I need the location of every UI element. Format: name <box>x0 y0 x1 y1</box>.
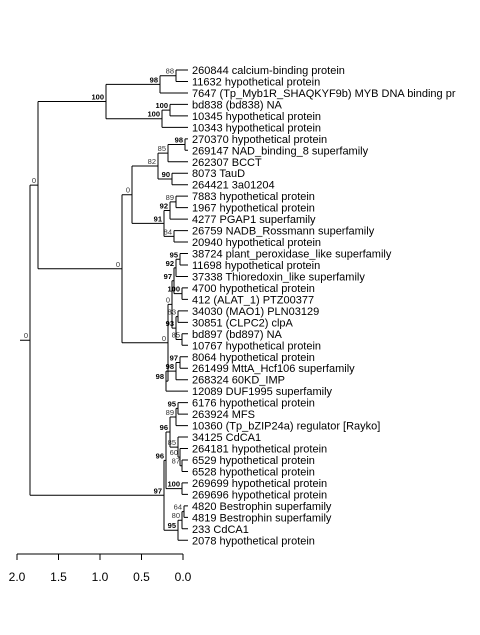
leaf-label: 12089 DUF1995 superfamily <box>192 386 333 398</box>
support-value: 98 <box>166 362 174 371</box>
leaf-label: 10767 hypothetical protein <box>192 340 321 352</box>
axis-tick-label: 1.0 <box>92 570 109 584</box>
support-value: 100 <box>167 285 180 294</box>
support-value: 89 <box>166 193 174 202</box>
leaf-label: 6176 hypothetical protein <box>192 398 315 410</box>
support-values: 8898100100100988582900899291840959297100… <box>24 67 183 530</box>
leaf-label: 10345 hypothetical protein <box>192 111 321 123</box>
scale-axis: 2.0 1.5 1.0 0.5 0.0 <box>9 553 192 584</box>
support-value: 95 <box>168 399 176 408</box>
leaf-label: 412 (ALAT_1) PTZ00377 <box>192 294 314 306</box>
support-value: 100 <box>167 480 180 489</box>
leaf-label: bd897 (bd897) NA <box>192 329 283 341</box>
support-value: 83 <box>168 308 176 317</box>
leaf-label: 264421 3a01204 <box>192 180 275 192</box>
leaf-label: 4700 hypothetical protein <box>192 283 315 295</box>
support-value: 100 <box>155 101 168 110</box>
leaf-label: 262307 BCCT <box>192 157 262 169</box>
leaf-label: 264181 hypothetical protein <box>192 444 327 456</box>
axis-line <box>16 553 184 560</box>
support-value: 91 <box>154 214 162 223</box>
support-value: 0 <box>32 176 36 185</box>
leaf-label: 260844 calcium-binding protein <box>192 65 345 77</box>
support-value: 100 <box>91 93 104 102</box>
leaf-label: 6528 hypothetical protein <box>192 466 315 478</box>
axis-tick-label: 0.0 <box>175 570 192 584</box>
leaf-label: 269696 hypothetical protein <box>192 489 327 501</box>
leaf-label: 4277 PGAP1 superfamily <box>192 214 316 226</box>
branch-lines <box>20 69 188 541</box>
leaf-label: 261499 MttA_Hcf106 superfamily <box>192 363 355 375</box>
support-value: 90 <box>162 170 170 179</box>
support-value: 97 <box>164 272 172 281</box>
leaf-label: 34125 CdCA1 <box>192 432 261 444</box>
support-value: 0 <box>166 295 170 304</box>
leaf-label: 269699 hypothetical protein <box>192 478 327 490</box>
support-value: 89 <box>166 408 174 417</box>
support-value: 96 <box>156 451 164 460</box>
support-value: 60 <box>170 448 178 457</box>
support-value: 85 <box>158 144 166 153</box>
axis-tick-label: 2.0 <box>9 570 26 584</box>
leaf-label: 6529 hypothetical protein <box>192 455 315 467</box>
leaf-label: 10343 hypothetical protein <box>192 122 321 134</box>
support-value: 87 <box>172 457 180 466</box>
leaf-label: 8064 hypothetical protein <box>192 352 315 364</box>
leaf-label: 270370 hypothetical protein <box>192 134 327 146</box>
leaf-label: 268324 60KD_IMP <box>192 375 285 387</box>
leaf-label: 10360 (Tp_bZIP24a) regulator [Rayko] <box>192 421 380 433</box>
leaf-label: 26759 NADB_Rossmann superfamily <box>192 226 375 238</box>
support-value: 98 <box>150 75 158 84</box>
support-value: 98 <box>175 136 183 145</box>
leaf-label: 4820 Bestrophin superfamily <box>192 501 332 513</box>
support-value: 0 <box>126 186 130 195</box>
leaf-label: 37338 Thioredoxin_like superfamily <box>192 271 365 283</box>
leaf-label: 11698 hypothetical protein <box>192 260 320 272</box>
leaf-label: 1967 hypothetical protein <box>192 203 315 215</box>
support-value: 92 <box>166 259 174 268</box>
support-value: 92 <box>160 202 168 211</box>
support-value: 0 <box>24 331 28 340</box>
tree-branches <box>20 69 188 541</box>
leaf-label: 34030 (MAO1) PLN03129 <box>192 306 319 318</box>
axis-tick-label: 0.5 <box>133 570 150 584</box>
support-value: 100 <box>147 110 160 119</box>
support-value: 80 <box>172 511 180 520</box>
leaf-label: 2078 hypothetical protein <box>192 535 315 547</box>
support-value: 0 <box>162 334 166 343</box>
leaf-label: 263924 MFS <box>192 409 255 421</box>
axis-tick-label: 1.5 <box>50 570 67 584</box>
support-value: 98 <box>156 372 164 381</box>
support-value: 82 <box>148 157 156 166</box>
support-value: 64 <box>174 503 182 512</box>
support-value: 85 <box>168 438 176 447</box>
support-value: 93 <box>166 319 174 328</box>
leaf-label: 20940 hypothetical protein <box>192 237 321 249</box>
support-value: 95 <box>170 250 178 259</box>
leaf-label: 7647 (Tp_Myb1R_SHAQKYF9b) MYB DNA bindin… <box>192 88 456 100</box>
support-value: 88 <box>166 67 174 76</box>
leaf-label: 269147 NAD_binding_8 superfamily <box>192 145 369 157</box>
support-value: 96 <box>160 423 168 432</box>
support-value: 97 <box>170 353 178 362</box>
leaf-label: 7883 hypothetical protein <box>192 191 315 203</box>
support-value: 0 <box>116 260 120 269</box>
support-value: 95 <box>168 521 176 530</box>
leaf-label: 233 CdCA1 <box>192 524 249 536</box>
leaf-label: 30851 (CLPC2) clpA <box>192 317 294 329</box>
support-value: 97 <box>154 486 162 495</box>
support-value: 85 <box>172 331 180 340</box>
support-value: 84 <box>164 227 172 236</box>
leaf-label: 8073 TauD <box>192 168 245 180</box>
leaf-label: 38724 plant_peroxidase_like superfamily <box>192 249 392 261</box>
leaf-label: bd838 (bd838) NA <box>192 99 283 111</box>
leaf-label: 11632 hypothetical protein <box>192 76 320 88</box>
leaf-label: 4819 Bestrophin superfamily <box>192 512 332 524</box>
